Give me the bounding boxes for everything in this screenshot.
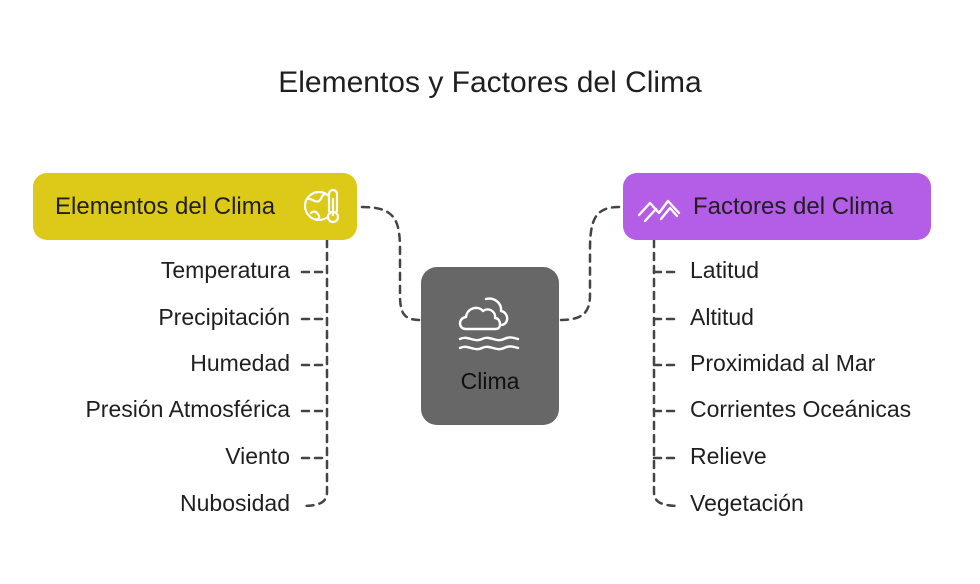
factors-node-label: Factores del Clima bbox=[693, 192, 894, 220]
left-to-center-connector bbox=[360, 205, 423, 322]
element-item-precipitacion: Precipitación bbox=[158, 304, 290, 330]
factors-node: Factores del Clima bbox=[623, 173, 931, 240]
element-item-presion: Presión Atmosférica bbox=[85, 396, 290, 422]
element-item-nubosidad: Nubosidad bbox=[180, 490, 290, 516]
left-spine bbox=[300, 238, 329, 508]
globe-thermometer-icon bbox=[303, 188, 340, 224]
right-to-center-connector bbox=[557, 205, 621, 322]
factor-item-latitud: Latitud bbox=[690, 257, 760, 283]
factor-item-corrientes: Corrientes Oceánicas bbox=[690, 396, 912, 422]
elements-node-label: Elementos del Clima bbox=[55, 192, 276, 220]
cloud-waves-icon bbox=[458, 297, 520, 351]
right-spine bbox=[652, 238, 682, 508]
element-item-viento: Viento bbox=[225, 443, 290, 469]
factor-item-altitud: Altitud bbox=[690, 304, 754, 330]
mountains-icon bbox=[637, 199, 681, 223]
climate-center-label: Clima bbox=[460, 368, 520, 394]
factor-item-proximidad: Proximidad al Mar bbox=[690, 350, 876, 376]
element-item-temperatura: Temperatura bbox=[160, 257, 290, 283]
elements-node: Elementos del Clima bbox=[33, 173, 357, 240]
element-item-humedad: Humedad bbox=[190, 350, 290, 376]
diagram-title: Elementos y Factores del Clima bbox=[278, 66, 702, 99]
factor-item-vegetacion: Vegetación bbox=[690, 490, 804, 516]
factor-item-relieve: Relieve bbox=[690, 443, 767, 469]
climate-center-node: Clima bbox=[421, 267, 559, 425]
